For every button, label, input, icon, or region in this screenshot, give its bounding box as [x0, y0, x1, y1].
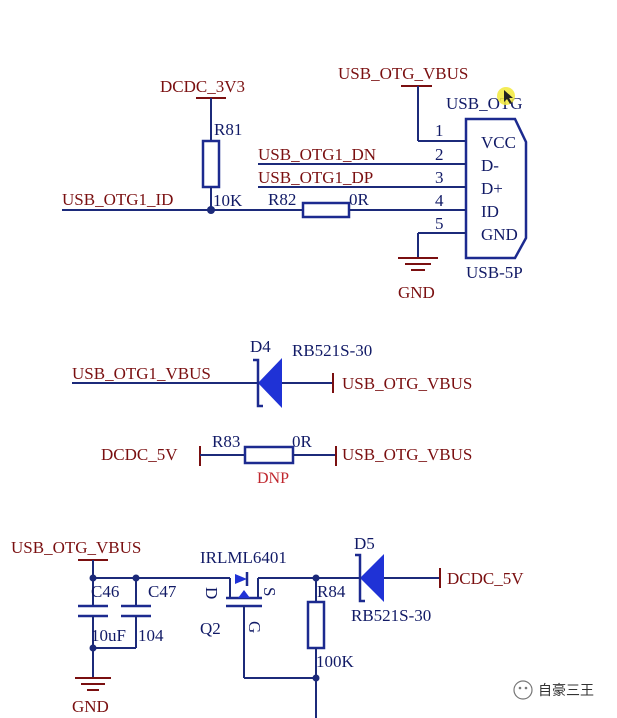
- r82-ref: R82: [268, 190, 296, 209]
- id-net-label: USB_OTG1_ID: [62, 190, 173, 209]
- power-switch-section: USB_OTG_VBUS C46 10uF C47 104 GND IRLML6…: [11, 534, 524, 718]
- wechat-icon-eye: [518, 686, 522, 690]
- q2-pin-s: S: [260, 587, 279, 596]
- r83-right-net: USB_OTG_VBUS: [342, 445, 472, 464]
- pin-name-id: ID: [481, 202, 499, 221]
- junction-dot: [312, 674, 320, 682]
- d4-cathode-bar: [253, 358, 263, 408]
- wechat-icon: [513, 680, 533, 700]
- pin-num-5: 5: [435, 214, 444, 233]
- junction-dot: [207, 206, 215, 214]
- d5-diode-body: [360, 554, 384, 602]
- q2-ref: Q2: [200, 619, 221, 638]
- gnd2-label: GND: [72, 697, 109, 716]
- d4-part: RB521S-30: [292, 341, 372, 360]
- junction-dot: [89, 644, 97, 652]
- gnd-label: GND: [398, 283, 435, 302]
- d5-ref: D5: [354, 534, 375, 553]
- bottom-supply-label: USB_OTG_VBUS: [11, 538, 141, 557]
- r83-left-net: DCDC_5V: [101, 445, 178, 464]
- c47-value: 104: [138, 626, 164, 645]
- pin-name-dm: D-: [481, 156, 499, 175]
- r83-value: 0R: [292, 432, 313, 451]
- c47-ref: C47: [148, 582, 177, 601]
- c46-value: 10uF: [91, 626, 126, 645]
- wechat-icon-eye: [524, 686, 528, 690]
- r83-ref: R83: [212, 432, 240, 451]
- r84-ref: R84: [317, 582, 346, 601]
- q2-channel-arrow: [238, 590, 250, 598]
- r84-resistor: [306, 600, 326, 650]
- usb-connector-section: USB_OTG_VBUS USB_OTG USB-5P VCC D- D+ ID…: [62, 64, 528, 302]
- d4-left-net: USB_OTG1_VBUS: [72, 364, 211, 383]
- cursor-icon: [504, 90, 513, 104]
- dp-net-label: USB_OTG1_DP: [258, 168, 373, 187]
- pin-name-dp: D+: [481, 179, 503, 198]
- q2-pin-g: G: [245, 621, 264, 633]
- c46-ref: C46: [91, 582, 119, 601]
- usb-connector-body: [464, 117, 528, 260]
- pin-num-2: 2: [435, 145, 444, 164]
- d4-ref: D4: [250, 337, 271, 356]
- watermark: 自豪三王: [513, 680, 594, 700]
- r82-resistor: [301, 201, 351, 219]
- d4-section: D4 RB521S-30 USB_OTG1_VBUS USB_OTG_VBUS: [72, 337, 472, 408]
- d4-right-net: USB_OTG_VBUS: [342, 374, 472, 393]
- dn-net-label: USB_OTG1_DN: [258, 145, 376, 164]
- r84-value: 100K: [316, 652, 355, 671]
- d5-cathode-bar: [355, 553, 365, 603]
- d4-diode-body: [258, 358, 282, 408]
- pin-num-1: 1: [435, 121, 444, 140]
- q2-pin-d: D: [202, 587, 221, 599]
- r81-resistor: [201, 139, 221, 189]
- connector-part: USB-5P: [466, 263, 523, 282]
- r82-value: 0R: [349, 190, 370, 209]
- watermark-text: 自豪三王: [538, 683, 594, 699]
- pin-name-gnd: GND: [481, 225, 518, 244]
- q2-part: IRLML6401: [200, 548, 287, 567]
- d5-part: RB521S-30: [351, 606, 431, 625]
- q2-body-diode-arrow: [235, 574, 247, 584]
- r81-supply-label: DCDC_3V3: [160, 77, 245, 96]
- vbus-net-label: USB_OTG_VBUS: [338, 64, 468, 83]
- r83-resistor: [243, 445, 295, 465]
- r81-value: 10K: [213, 191, 243, 210]
- r83-dnp-note: DNP: [257, 470, 289, 487]
- r81-ref: R81: [214, 120, 242, 139]
- d5-output-net: DCDC_5V: [447, 569, 524, 588]
- pin-num-3: 3: [435, 168, 444, 187]
- pin-name-vcc: VCC: [481, 133, 516, 152]
- r83-section: DCDC_5V USB_OTG_VBUS R83 0R DNP: [101, 432, 472, 487]
- pin-num-4: 4: [435, 191, 444, 210]
